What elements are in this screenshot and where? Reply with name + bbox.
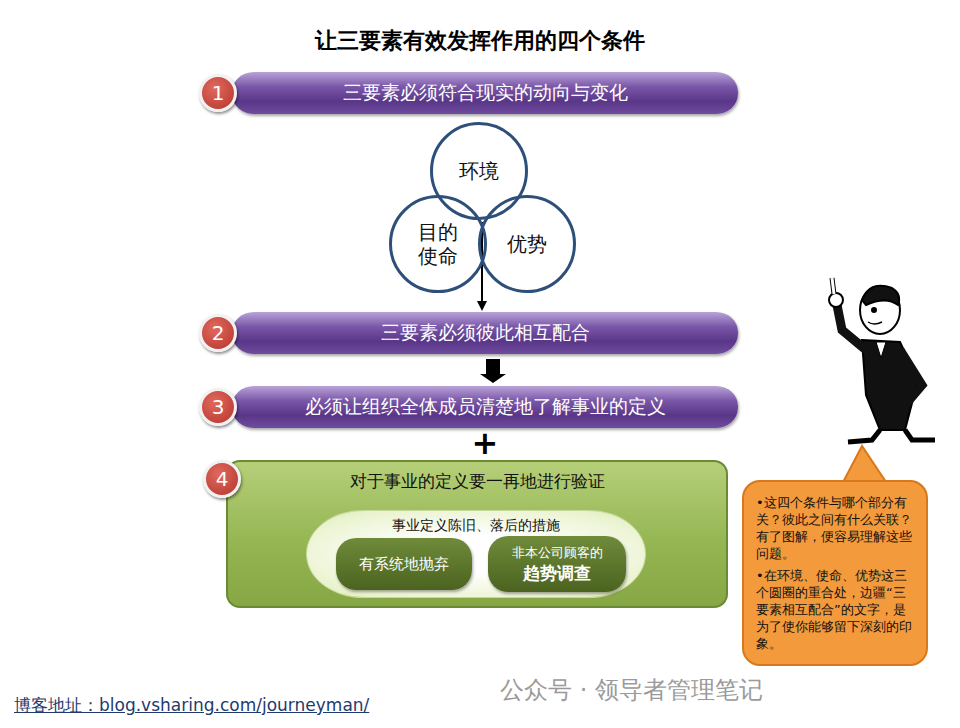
node-text: 目的 使命 (417, 220, 459, 268)
node-text: 事业定义陈旧、落后的措施 (392, 517, 560, 535)
diagram-title: 让三要素有效发挥作用的四个条件 (180, 26, 780, 56)
node-text: 优势 (507, 231, 547, 258)
measures-oval: 事业定义陈旧、落后的措施有系统地抛弃 非本公司顾客的趋势调查 (306, 510, 646, 598)
node-text: 有系统地抛弃 (359, 555, 449, 574)
node-text: 环境 (459, 158, 499, 185)
node-text: •在环境、使命、优势这三个圆圈的重合处，边疆“三要素相互配合”的文字，是为了使你… (744, 565, 926, 665)
pointing-man (829, 278, 935, 442)
measure-button: 有系统地抛弃 (336, 538, 472, 590)
node-text: 趋势调查 (523, 562, 591, 585)
verification-panel: 对于事业的定义要一再地进行验证事业定义陈旧、落后的措施有系统地抛弃 非本公司顾客的… (226, 460, 728, 608)
watermark: 公众号 · 领导者管理笔记 (500, 674, 763, 706)
node-text: 三要素必须符合现实的动向与变化 (343, 80, 628, 106)
callout-number: 1 (199, 74, 237, 112)
node-text: 必须让组织全体成员清楚地了解事业的定义 (305, 394, 666, 420)
callout-number: 3 (199, 388, 237, 426)
node-text: •这四个条件与哪个部分有关？彼此之间有什么关联？有了图解，便容易理解这些问题。 (744, 482, 926, 565)
node-text: 对于事业的定义要一再地进行验证 (350, 470, 605, 493)
condition-band: 三要素必须符合现实的动向与变化 (232, 72, 738, 114)
down-arrow (481, 222, 483, 309)
venn-circle: 环境 (430, 122, 528, 220)
block-arrow (480, 359, 506, 383)
venn-circle: 优势 (478, 195, 576, 293)
speech-bubble: •这四个条件与哪个部分有关？彼此之间有什么关联？有了图解，便容易理解这些问题。•… (742, 480, 928, 666)
measure-button: 非本公司顾客的趋势调查 (488, 536, 626, 592)
node-text: 三要素必须彼此相互配合 (381, 320, 590, 346)
plus-sign: + (468, 424, 502, 462)
blog-footer: 博客地址：blog.vsharing.com/journeyman/ (14, 694, 369, 717)
condition-band: 三要素必须彼此相互配合 (232, 312, 738, 354)
condition-band: 必须让组织全体成员清楚地了解事业的定义 (232, 386, 738, 428)
callout-number: 2 (199, 314, 237, 352)
node-text: 非本公司顾客的 (512, 544, 603, 562)
venn-circle: 目的 使命 (389, 195, 487, 293)
callout-number: 4 (203, 460, 241, 498)
